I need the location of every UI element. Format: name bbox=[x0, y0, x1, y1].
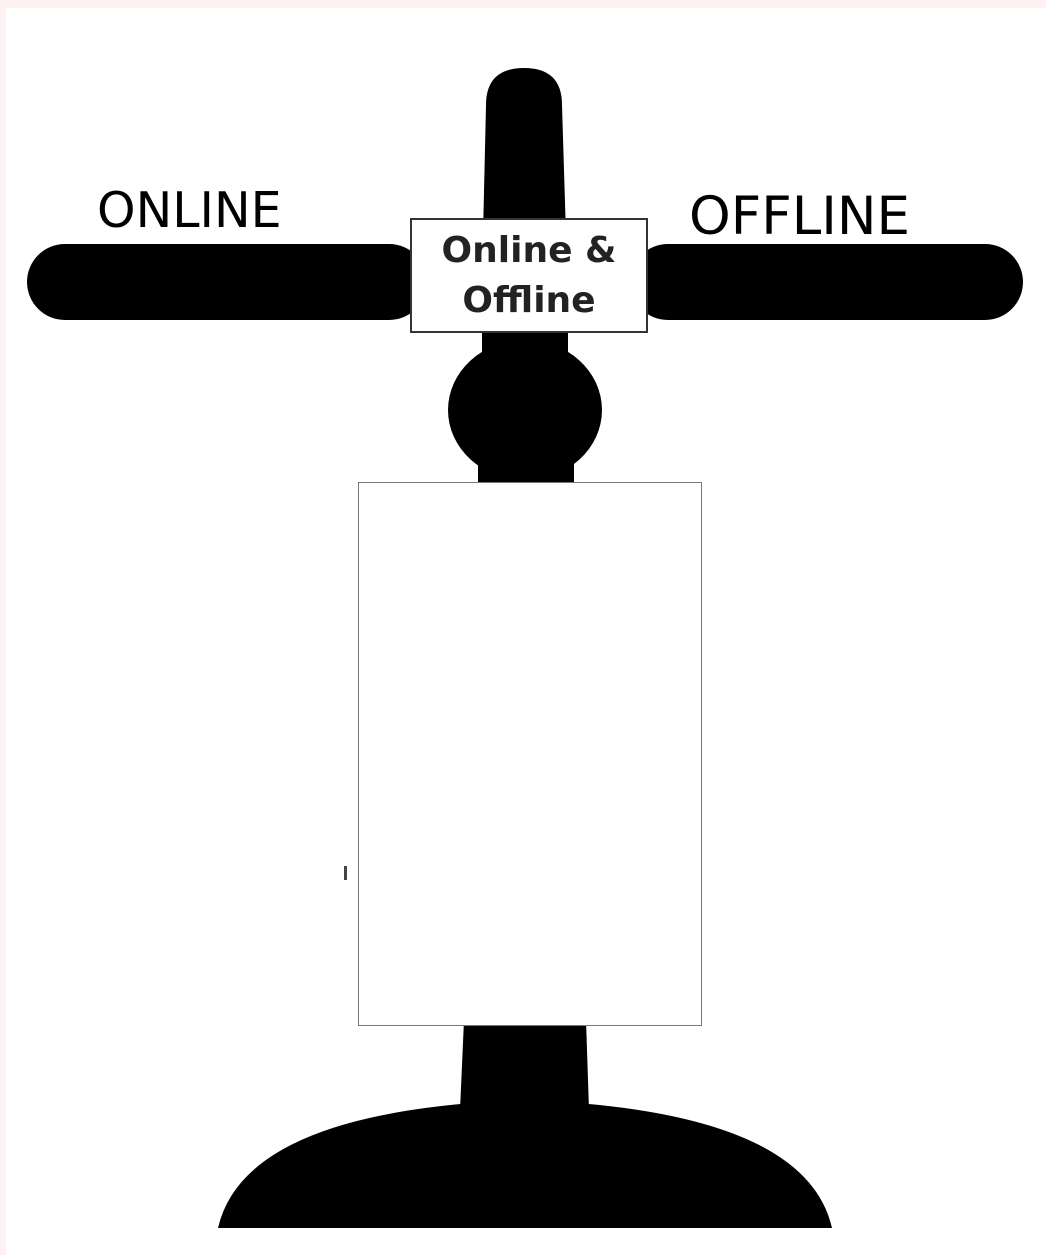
dome-base bbox=[218, 1100, 832, 1228]
right-arm bbox=[630, 244, 1023, 320]
center-sign-line-1: Online & bbox=[442, 226, 617, 276]
online-label: ONLINE bbox=[97, 186, 282, 235]
stray-mark bbox=[344, 866, 347, 880]
lower-pole bbox=[460, 1020, 589, 1110]
center-sign: Online & Offline bbox=[410, 218, 648, 333]
left-arm bbox=[27, 244, 427, 320]
offline-label: OFFLINE bbox=[689, 190, 910, 243]
blank-panel bbox=[358, 482, 702, 1026]
top-pole bbox=[483, 68, 566, 235]
center-sign-line-2: Offline bbox=[462, 276, 595, 326]
